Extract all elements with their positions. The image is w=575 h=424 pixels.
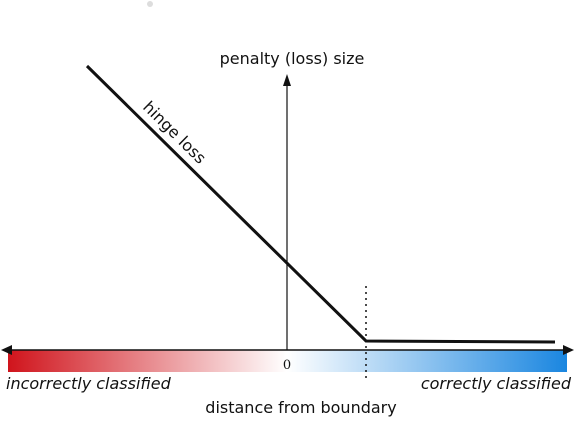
curve-label: hinge loss: [139, 97, 210, 167]
positive-region-band: [287, 350, 567, 372]
origin-label: 0: [283, 358, 291, 373]
right-region-label: correctly classified: [421, 374, 572, 393]
negative-region-band: [8, 350, 287, 372]
y-axis-label: penalty (loss) size: [220, 49, 365, 68]
left-region-label: incorrectly classified: [6, 374, 172, 393]
y-axis-arrow: [283, 74, 291, 86]
x-axis-label: distance from boundary: [205, 398, 396, 417]
x-axis-arrow-right: [563, 345, 574, 355]
x-axis-arrow-left: [1, 345, 12, 355]
hinge-loss-curve: [85, 64, 556, 344]
decorative-dot: [147, 1, 153, 7]
